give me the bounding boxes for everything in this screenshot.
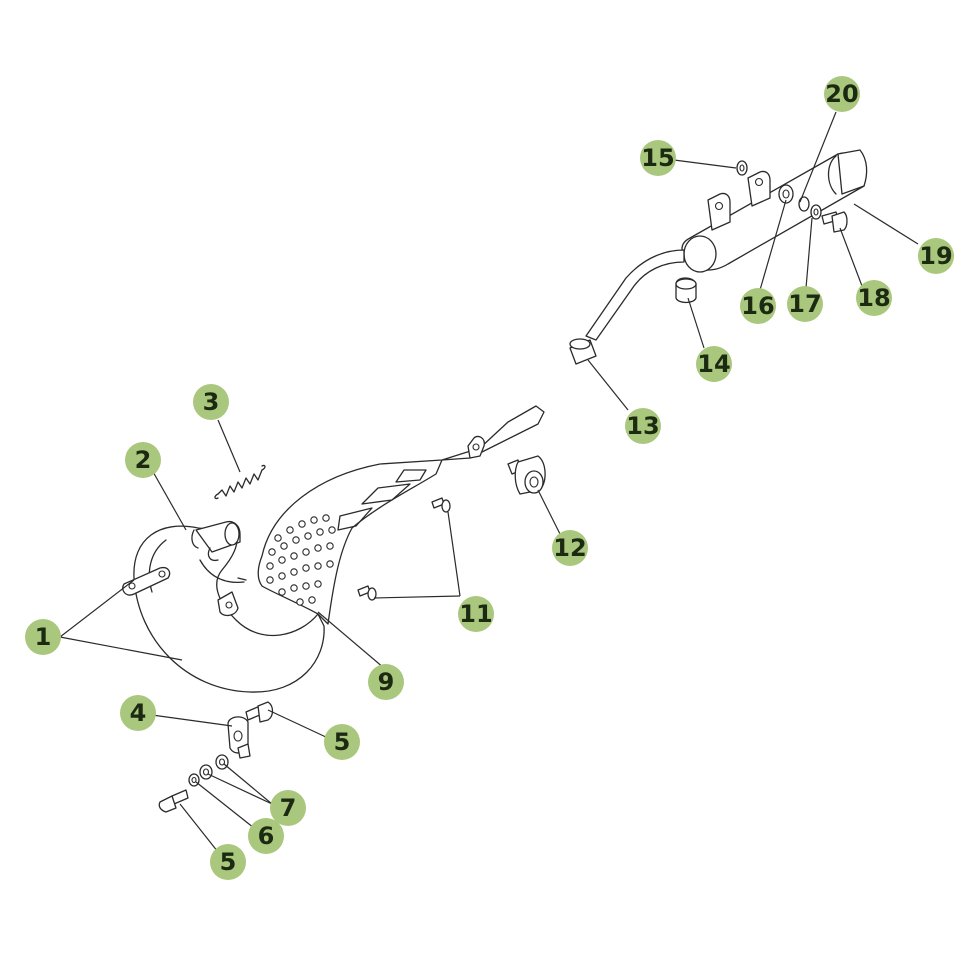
callout-5-upper: 5 bbox=[324, 724, 360, 760]
callout-14: 14 bbox=[696, 346, 732, 382]
callout-9: 9 bbox=[368, 664, 404, 700]
callout-label: 11 bbox=[459, 600, 492, 628]
callout-2: 2 bbox=[125, 442, 161, 478]
callout-19: 19 bbox=[918, 238, 954, 274]
callout-label: 9 bbox=[378, 668, 395, 696]
callout-6: 6 bbox=[248, 818, 284, 854]
bolt-5-upper bbox=[245, 701, 274, 723]
callout-5-lower: 5 bbox=[210, 844, 246, 880]
callout-label: 7 bbox=[280, 794, 297, 822]
spacer-20 bbox=[798, 196, 810, 212]
exhaust-spring bbox=[214, 464, 266, 500]
callout-label: 16 bbox=[741, 292, 774, 320]
callout-label: 15 bbox=[641, 144, 674, 172]
callout-label: 14 bbox=[697, 350, 730, 378]
pipe-sleeve bbox=[191, 529, 199, 549]
callout-13: 13 bbox=[625, 408, 661, 444]
callout-label: 20 bbox=[825, 80, 858, 108]
callout-label: 4 bbox=[130, 699, 147, 727]
callout-label: 12 bbox=[553, 534, 586, 562]
washers-7 bbox=[199, 754, 229, 780]
leader-lines bbox=[59, 111, 919, 853]
washer-17 bbox=[810, 204, 822, 220]
callout-18: 18 bbox=[856, 280, 892, 316]
washer-15 bbox=[736, 160, 748, 176]
callout-label: 18 bbox=[857, 284, 890, 312]
mounting-bracket-4 bbox=[227, 716, 251, 759]
callout-label: 17 bbox=[788, 290, 821, 318]
callout-4: 4 bbox=[120, 695, 156, 731]
callout-12: 12 bbox=[552, 530, 588, 566]
callout-label: 3 bbox=[203, 388, 220, 416]
callout-11: 11 bbox=[458, 596, 494, 632]
callout-label: 5 bbox=[334, 728, 351, 756]
callout-label: 5 bbox=[220, 848, 237, 876]
callout-label: 6 bbox=[258, 822, 275, 850]
bushing-16 bbox=[778, 184, 794, 204]
callout-7: 7 bbox=[270, 790, 306, 826]
guard-perforations bbox=[266, 514, 336, 606]
bolt-18 bbox=[821, 211, 848, 233]
callout-label: 1 bbox=[35, 623, 52, 651]
silencer bbox=[585, 149, 868, 341]
callout-15: 15 bbox=[640, 140, 676, 176]
callout-label: 13 bbox=[626, 412, 659, 440]
callout-20: 20 bbox=[824, 76, 860, 112]
callout-label: 2 bbox=[135, 446, 152, 474]
callout-16: 16 bbox=[740, 288, 776, 324]
callout-3: 3 bbox=[193, 384, 229, 420]
expansion-chamber bbox=[122, 520, 325, 693]
lock-washer-6 bbox=[188, 773, 200, 787]
rubber-mount bbox=[507, 455, 546, 495]
guard-screws bbox=[357, 497, 451, 601]
callout-17: 17 bbox=[787, 286, 823, 322]
pipe-guard bbox=[257, 405, 545, 625]
bolt-5-lower bbox=[158, 789, 189, 813]
connecting-sleeve bbox=[569, 338, 597, 365]
callout-label: 19 bbox=[919, 242, 952, 270]
silencer-rubber bbox=[675, 277, 697, 304]
callout-1: 1 bbox=[25, 619, 61, 655]
